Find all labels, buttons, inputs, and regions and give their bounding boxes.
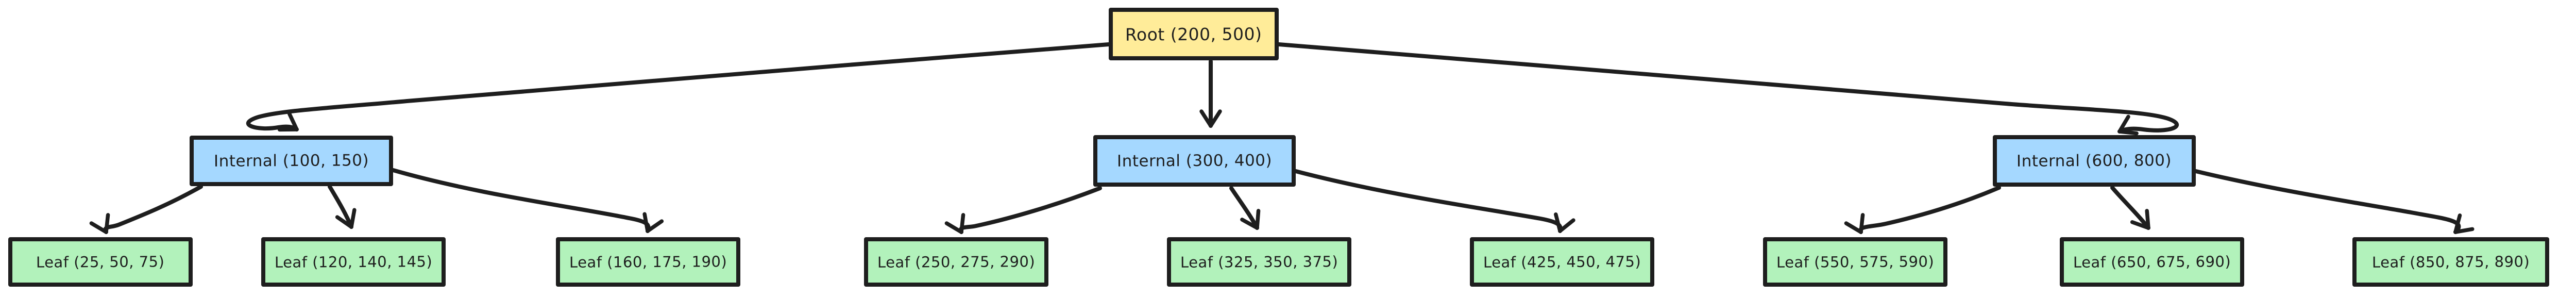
edge-internal-1-leaf-1 [89,185,203,234]
edge-internal-2-leaf-3 [1294,169,1575,233]
leaf-node-3-label: Leaf (160, 175, 190) [569,253,727,271]
leaf-node-6: Leaf (425, 450, 475) [1470,237,1654,287]
leaf-node-9: Leaf (850, 875, 890) [2352,237,2549,287]
leaf-node-1: Leaf (25, 50, 75) [8,237,193,287]
leaf-node-3: Leaf (160, 175, 190) [556,237,740,287]
edge-internal-3-leaf-2 [2110,186,2150,230]
leaf-node-6-label: Leaf (425, 450, 475) [1483,253,1641,271]
root-node-label: Root (200, 500) [1125,23,1262,45]
internal-node-2: Internal (300, 400) [1093,135,1296,187]
edge-internal-2-leaf-1 [944,186,1102,234]
internal-node-3-label: Internal (600, 800) [2016,151,2172,171]
leaf-node-5: Leaf (325, 350, 375) [1167,237,1351,287]
edge-root-internal-1 [246,42,1111,132]
internal-node-2-label: Internal (300, 400) [1116,151,1273,171]
edge-root-internal-3 [1277,42,2179,136]
edge-internal-1-leaf-2 [328,185,357,229]
leaf-node-1-label: Leaf (25, 50, 75) [36,253,165,271]
leaf-node-8-label: Leaf (650, 675, 690) [2073,253,2231,271]
edge-internal-2-leaf-2 [1229,186,1261,230]
edge-internal-3-leaf-3 [2194,169,2475,234]
internal-node-1-label: Internal (100, 150) [213,151,369,171]
leaf-node-4: Leaf (250, 275, 290) [864,237,1048,287]
internal-node-1: Internal (100, 150) [190,136,393,186]
leaf-node-5-label: Leaf (325, 350, 375) [1180,253,1338,271]
internal-node-3: Internal (600, 800) [1993,135,2196,187]
edge-internal-1-leaf-3 [391,168,664,233]
leaf-node-4-label: Leaf (250, 275, 290) [877,253,1036,271]
leaf-node-2: Leaf (120, 140, 145) [261,237,446,287]
leaf-node-7: Leaf (550, 575, 590) [1763,237,1947,287]
leaf-node-9-label: Leaf (850, 875, 890) [2371,253,2530,271]
edge-internal-3-leaf-1 [1844,186,2001,234]
leaf-node-2-label: Leaf (120, 140, 145) [274,253,433,271]
leaf-node-8: Leaf (650, 675, 690) [2060,237,2244,287]
leaf-node-7-label: Leaf (550, 575, 590) [1776,253,1935,271]
root-node: Root (200, 500) [1109,8,1279,60]
